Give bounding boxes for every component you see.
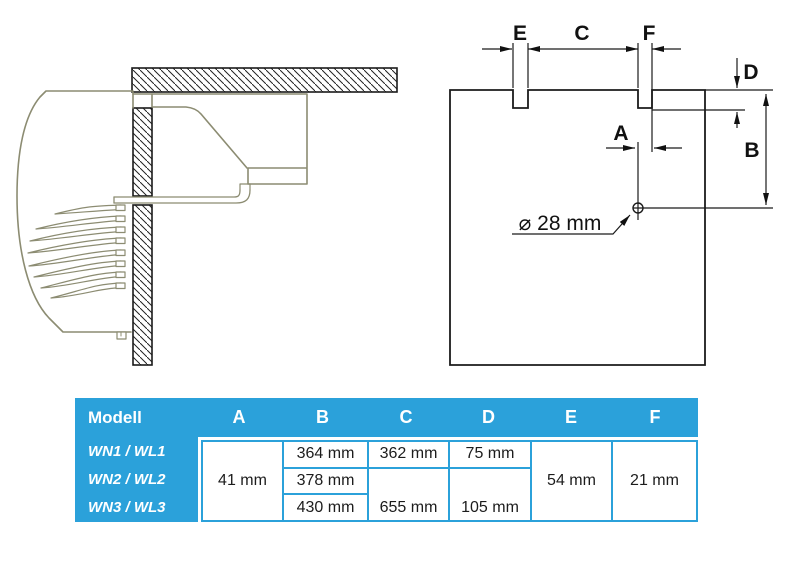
louver-grille bbox=[27, 204, 126, 299]
column-header-e: E bbox=[564, 407, 577, 427]
wall-section bbox=[132, 107, 153, 366]
column-header-d: D bbox=[482, 407, 495, 427]
value-b-wn2: 378 mm bbox=[284, 468, 367, 494]
table-header-row: Modell A B C D E F bbox=[75, 398, 698, 437]
dimension-lines bbox=[482, 43, 773, 235]
column-header-a: A bbox=[232, 407, 246, 427]
value-c-wn1: 362 mm bbox=[369, 442, 448, 467]
column-header-model: Modell bbox=[88, 407, 142, 427]
cooler-interior bbox=[113, 93, 308, 204]
unit-shell bbox=[16, 90, 134, 333]
technical-drawing: E C F D A B ⌀ 28 mm bbox=[16, 22, 773, 366]
dim-label-b: B bbox=[744, 139, 759, 162]
value-d-wn1: 75 mm bbox=[450, 442, 530, 467]
column-header-b: B bbox=[316, 407, 329, 427]
hole-diameter-label: ⌀ 28 mm bbox=[519, 212, 602, 235]
model-column: WN1 / WL1 WN2 / WL2 WN3 / WL3 bbox=[75, 437, 198, 522]
column-header-c: C bbox=[399, 407, 413, 427]
value-c-wn2-wn3: 655 mm bbox=[369, 468, 448, 520]
value-f: 21 mm bbox=[613, 442, 696, 520]
hole-leader bbox=[512, 214, 631, 235]
value-e: 54 mm bbox=[532, 442, 611, 520]
model-row-wn3: WN3 / WL3 bbox=[88, 499, 166, 517]
dim-label-d: D bbox=[743, 61, 758, 84]
model-row-wn1: WN1 / WL1 bbox=[88, 442, 166, 460]
dim-label-c: C bbox=[574, 22, 589, 45]
dim-label-a: A bbox=[613, 122, 628, 145]
cooling-unit-side-view bbox=[16, 90, 308, 340]
dim-label-f: F bbox=[643, 22, 656, 45]
value-b-wn3: 430 mm bbox=[284, 495, 367, 520]
value-b-wn1: 364 mm bbox=[284, 442, 367, 467]
table-data-area: 41 mm 364 mm 378 mm 430 mm 362 mm 655 mm… bbox=[198, 437, 698, 522]
value-d-wn2-wn3: 105 mm bbox=[450, 468, 530, 520]
column-header-f: F bbox=[649, 407, 661, 427]
dim-label-e: E bbox=[513, 22, 527, 45]
value-a: 41 mm bbox=[203, 442, 282, 520]
dimension-table: Modell A B C D E F WN1 / WL1 WN2 / WL2 W… bbox=[75, 398, 698, 522]
model-row-wn2: WN2 / WL2 bbox=[88, 470, 166, 488]
ceiling-section bbox=[131, 67, 398, 93]
